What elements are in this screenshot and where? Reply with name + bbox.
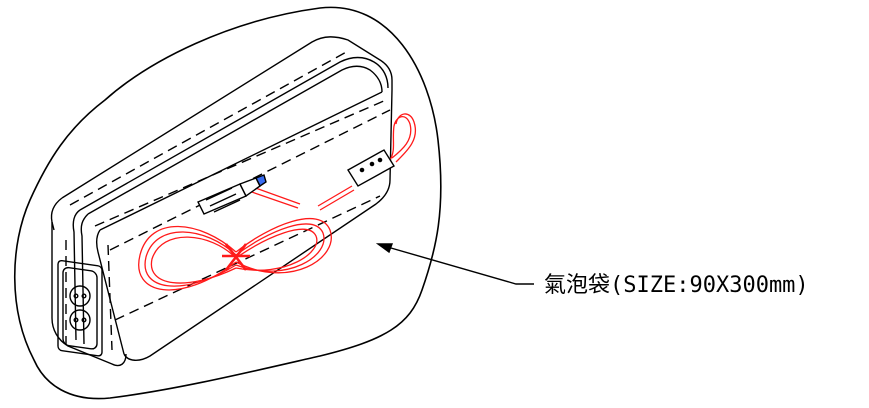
dc-plug-grip <box>205 187 241 213</box>
ac-inlet-frame <box>57 259 103 357</box>
dc-cable <box>138 113 417 291</box>
cable-lead-ferrite <box>317 185 353 207</box>
cable-right-loop-3 <box>235 228 318 271</box>
cable-tie <box>222 243 250 271</box>
ac-inlet-hole-top <box>69 285 91 307</box>
callout-arrowhead <box>375 243 394 254</box>
cable-exit <box>389 116 412 161</box>
cable-right-loop-1 <box>235 217 332 274</box>
ferrite-core-body <box>347 149 395 187</box>
adapter-top-face <box>61 36 393 199</box>
callout-leader-line <box>383 245 534 285</box>
bubble-bag-outline <box>13 6 442 400</box>
dc-plug-body <box>197 183 247 215</box>
ac-inlet <box>57 259 103 357</box>
ac-inlet-pin-top-b <box>81 293 87 299</box>
ac-inlet-hole-bottom <box>69 309 91 331</box>
ferrite-core <box>347 149 395 187</box>
adapter-front-top-edge-2 <box>87 65 383 215</box>
adapter-hidden-line-bottom <box>114 195 381 321</box>
adapter-front-top-edge <box>79 56 389 211</box>
adapter-front-right-edge <box>123 89 393 361</box>
cable-left-loop-3 <box>150 236 237 284</box>
ac-inlet-pin-top-a <box>73 293 79 299</box>
ac-inlet-inner <box>62 266 98 350</box>
adapter-front-left-edge-2 <box>80 213 89 345</box>
cable-left-loop-1 <box>138 225 237 291</box>
power-adapter <box>50 36 393 367</box>
cable-exit-2 <box>395 113 417 163</box>
cable-right-loop-2 <box>235 223 325 272</box>
adapter-hidden-line-left2 <box>107 244 113 351</box>
ac-inlet-pin-bottom-a <box>73 317 79 323</box>
adapter-front-face-left <box>95 229 125 355</box>
adapter-hidden-line-top <box>69 49 351 206</box>
adapter-front-left-edge <box>72 209 81 341</box>
adapter-front-face-top <box>99 91 383 231</box>
callout-leader <box>375 243 534 285</box>
dc-plug-tip <box>255 174 267 188</box>
cable-lead-plug-2 <box>245 189 299 209</box>
adapter-hidden-line-front <box>94 99 387 227</box>
cable-left-loop-2 <box>144 231 237 287</box>
ac-inlet-pin-bottom-b <box>81 317 87 323</box>
adapter-top-face-lower <box>50 197 63 231</box>
cable-lead-plug <box>249 185 301 205</box>
ferrite-dot-1 <box>359 167 365 173</box>
dc-plug <box>197 174 267 215</box>
ferrite-dot-3 <box>377 157 383 163</box>
adapter-hidden-line-mid <box>109 109 391 251</box>
cable-lead-ferrite-2 <box>319 189 355 211</box>
ferrite-dot-2 <box>369 161 375 167</box>
bubble-bag-label: 氣泡袋(SIZE:90X300mm) <box>544 273 809 298</box>
